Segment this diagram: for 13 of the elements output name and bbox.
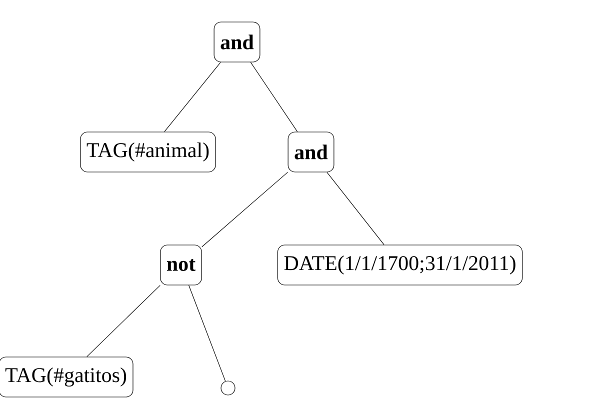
term-box: TAG(#animal)	[80, 132, 216, 172]
tree-line	[86, 285, 160, 357]
tree-line	[164, 62, 221, 132]
operator-box: and	[214, 22, 260, 62]
term-box: TAG(#gatitos)	[0, 356, 134, 398]
tree-line	[326, 172, 384, 245]
tree-line	[188, 285, 226, 382]
empty-circle	[220, 380, 236, 396]
operator-box: not	[160, 244, 202, 286]
tree-line	[250, 62, 298, 132]
operator-box: and	[288, 132, 334, 172]
term-box: DATE(1/1/1700;31/1/2011)	[277, 244, 523, 286]
tree-line	[202, 172, 288, 248]
